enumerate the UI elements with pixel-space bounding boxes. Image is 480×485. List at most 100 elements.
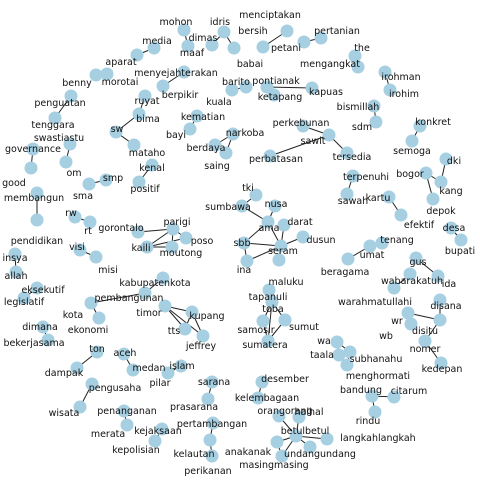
node-parigi	[166, 222, 180, 236]
node-label-ton: ton	[89, 344, 105, 355]
node-merata	[120, 418, 134, 432]
node-label-mohon: mohon	[160, 17, 193, 28]
node-smp	[99, 173, 113, 187]
node-label-pertanian: pertanian	[314, 26, 360, 37]
node-label-membangun: membangun	[4, 193, 64, 204]
node-label-kang: kang	[439, 186, 462, 197]
node-bismillah	[367, 99, 381, 113]
node-aceh	[117, 347, 131, 361]
node-label-gus: gus	[409, 257, 426, 268]
node-misi	[89, 250, 103, 264]
node-swastiastu	[63, 137, 77, 151]
node-berdaya	[208, 138, 222, 152]
node-maluku	[272, 253, 286, 267]
node-label-islam: islam	[169, 361, 194, 372]
node-pengusaha	[85, 377, 99, 391]
node-sdm	[369, 115, 383, 129]
node-petani	[297, 35, 311, 49]
node-label-penanganan: penanganan	[97, 406, 156, 417]
edge-kota-pembangunan	[90, 292, 146, 304]
node-label-menyejahterakan: menyejahterakan	[134, 68, 218, 79]
node-label-legislatif: legislatif	[4, 297, 45, 308]
node-label-maluku: maluku	[269, 277, 304, 288]
node-ruyat	[138, 89, 152, 103]
node-label-aceh: aceh	[114, 348, 137, 359]
node-label-governance: governance	[5, 144, 61, 155]
node-label-anakanak: anakanak	[225, 447, 272, 458]
node-label-kelembagaan: kelembagaan	[235, 393, 299, 404]
node-wb	[404, 317, 418, 331]
node-positif	[132, 175, 146, 189]
node-label-umat: umat	[360, 250, 385, 261]
node-the	[348, 49, 362, 63]
node-label-mengangkat: mengangkat	[300, 59, 360, 70]
node-membangun	[30, 186, 44, 200]
node-label-kuala: kuala	[206, 97, 232, 108]
node-aparat	[130, 48, 144, 62]
node-media	[147, 41, 161, 55]
node-label-terpenuhi: terpenuhi	[343, 172, 389, 183]
node-label-om: om	[66, 168, 81, 179]
node-label-bandung: bandung	[340, 385, 382, 396]
node-label-penguatan: penguatan	[34, 98, 85, 109]
node-label-betulbetul: betulbetul	[281, 426, 330, 437]
node-label-sbb: sbb	[233, 238, 250, 249]
node-bima	[132, 107, 146, 121]
node-taala	[332, 348, 346, 362]
node-masingmasing	[275, 449, 289, 463]
node-poso	[179, 231, 193, 245]
node-label-swastiastu: swastiastu	[34, 133, 84, 144]
node-label-tki: tki	[242, 183, 254, 194]
node-label-bismillah: bismillah	[337, 102, 380, 113]
node-label-seram: seram	[268, 246, 298, 257]
node-label-positif: positif	[130, 184, 160, 195]
node-depok	[426, 192, 440, 206]
node-label-tersedia: tersedia	[333, 152, 372, 163]
node-saing	[219, 146, 233, 160]
node-label-desa: desa	[443, 223, 466, 234]
node-menciptakan	[280, 24, 294, 38]
node-label-depok: depok	[426, 206, 456, 217]
node-mengangkat	[351, 60, 365, 74]
node-nomer	[418, 334, 432, 348]
node-bandung	[365, 389, 379, 403]
node-pembangunan	[138, 286, 152, 300]
node-rindu	[368, 405, 382, 419]
node-label-gorontalo: gorontalo	[98, 223, 144, 234]
node-kenal	[145, 158, 159, 172]
node-label-berpikir: berpikir	[162, 90, 199, 101]
node-label-bupati: bupati	[445, 246, 475, 257]
node-label-sawit: sawit	[301, 136, 326, 147]
node-label-irohman: irohman	[381, 72, 420, 83]
node-sw	[109, 125, 123, 139]
node-label-toba: toba	[262, 304, 283, 315]
node-label-sumbawa: sumbawa	[205, 202, 251, 213]
node-tenang	[375, 236, 389, 250]
node-label-masingmasing: masingmasing	[239, 460, 308, 471]
node-label-eksekutif: eksekutif	[21, 285, 65, 296]
node-label-pendidikan: pendidikan	[11, 236, 63, 247]
node-efektif	[394, 208, 408, 222]
node-label-perkebunan: perkebunan	[273, 118, 330, 129]
node-label-taala: taala	[310, 350, 334, 361]
node-orangorang	[272, 409, 286, 423]
node-wa	[330, 335, 344, 349]
node-citarum	[387, 390, 401, 404]
node-dusun	[296, 230, 310, 244]
node-wisata	[73, 400, 87, 414]
node-label-ruyat: ruyat	[134, 96, 159, 107]
node-label-pertambangan: pertambangan	[177, 419, 247, 430]
node-irohman	[378, 65, 392, 79]
node-label-efektif: efektif	[404, 220, 435, 231]
node-wr	[401, 306, 415, 320]
node-label-desember: desember	[261, 374, 309, 385]
node-label-sma: sma	[73, 191, 93, 202]
node-betulbetul	[289, 429, 303, 443]
node-halhal	[292, 410, 306, 424]
node-dimana	[36, 320, 50, 334]
node-tki	[249, 188, 263, 202]
node-label-bayi: bayi	[166, 130, 186, 141]
node-good	[24, 161, 38, 175]
node-bekerjasama	[41, 333, 55, 347]
